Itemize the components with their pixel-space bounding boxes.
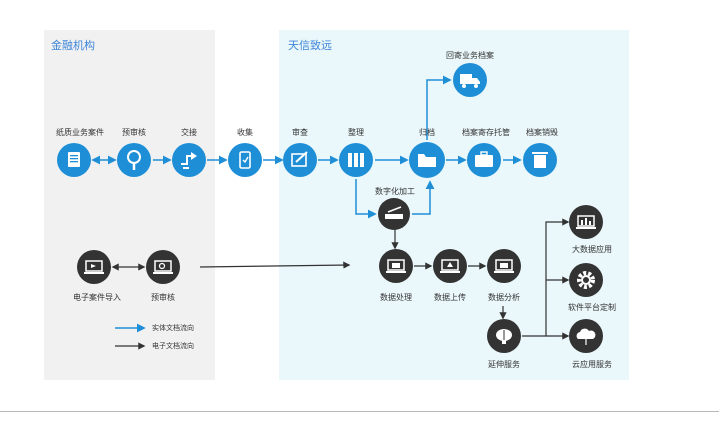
- laptop-upload-icon: [433, 249, 467, 283]
- arrow-digitize-archive: [412, 180, 435, 215]
- label-review: 审查: [292, 128, 308, 137]
- legend-physical: 实体文档流向: [152, 324, 194, 332]
- briefcase-icon: [467, 143, 501, 177]
- left-section-title: 金融机构: [51, 39, 95, 52]
- arrow-organize-digitize: [355, 179, 377, 219]
- label-paper-case: 纸质业务案件: [56, 128, 104, 137]
- right-section-bg: [279, 30, 629, 380]
- laptop-import-icon: [77, 250, 111, 284]
- bottom-divider: [0, 411, 719, 412]
- laptop-analysis-icon: [487, 249, 521, 283]
- label-digitize: 数字化加工: [375, 187, 415, 196]
- edit-icon: [283, 143, 317, 177]
- left-section-bg: [44, 30, 215, 380]
- label-organize: 整理: [348, 128, 364, 137]
- scanner-icon: [378, 198, 410, 230]
- label-e-pre-review: 预审核: [151, 293, 175, 302]
- binders-icon: [339, 143, 373, 177]
- phone-check-icon: [228, 143, 262, 177]
- handover-icon: [172, 143, 206, 177]
- label-archive: 归档: [419, 128, 435, 137]
- label-data-process: 数据处理: [380, 293, 412, 302]
- bracket-services: [522, 218, 570, 337]
- label-custom-platform: 软件平台定制: [568, 303, 616, 312]
- folder-icon: [409, 142, 445, 178]
- arrow-prereview-dataprocess: [199, 261, 351, 269]
- trash-icon: [523, 143, 557, 177]
- label-pre-review: 预审核: [122, 128, 146, 137]
- cloud-icon: [569, 319, 603, 353]
- label-storage-trust: 档案寄存托管: [462, 128, 510, 137]
- label-data-analysis: 数据分析: [488, 293, 520, 302]
- label-data-upload: 数据上传: [434, 293, 466, 302]
- brain-icon: [487, 319, 521, 353]
- laptop-mail-icon: [379, 249, 413, 283]
- label-extend-service: 延伸服务: [488, 360, 520, 369]
- label-big-data: 大数据应用: [572, 245, 612, 254]
- truck-icon: [453, 63, 487, 97]
- right-section-title: 天信致远: [288, 39, 332, 52]
- document-icon: [57, 143, 91, 177]
- magnifier-icon: [117, 143, 151, 177]
- gear-icon: [569, 263, 603, 297]
- legend-electronic: 电子文档流向: [152, 342, 194, 350]
- label-collect: 收集: [237, 128, 253, 137]
- laptop-search-icon: [146, 250, 180, 284]
- label-e-import: 电子案件导入: [73, 293, 121, 302]
- label-mail-archive: 回寄业务档案: [446, 51, 494, 60]
- arrow-archive-mail: [426, 75, 452, 140]
- label-handover: 交接: [181, 128, 197, 137]
- laptop-chart-icon: [569, 205, 603, 239]
- label-cloud-service: 云应用服务: [572, 360, 612, 369]
- label-destroy: 档案销毁: [526, 128, 558, 137]
